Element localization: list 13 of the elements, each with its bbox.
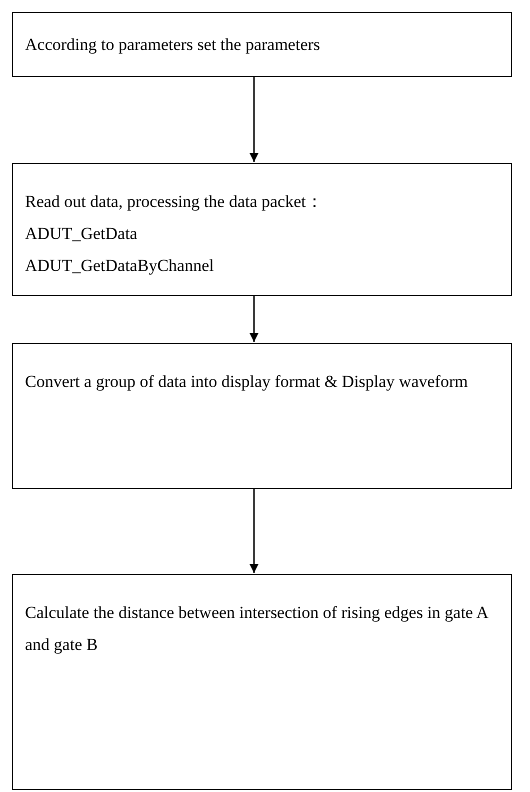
process-box [12, 574, 512, 790]
process-box [12, 163, 512, 296]
box-text: Calculate the distance between intersection of rising edges in gate A and gate B [25, 602, 490, 656]
box-text: ADUT_GetDataByChannel [25, 255, 215, 277]
process-box [12, 12, 512, 77]
box-text: ADUT_GetData [25, 223, 138, 245]
arrow [250, 296, 258, 342]
box-text: According to parameters set the parameters [25, 34, 322, 56]
box-text: Convert a group of data into display format & Display waveform [25, 371, 469, 393]
box-text: Read out data, processing the data packet： [25, 191, 324, 213]
arrow [250, 77, 258, 162]
process-box [12, 343, 512, 489]
arrow [250, 489, 258, 573]
